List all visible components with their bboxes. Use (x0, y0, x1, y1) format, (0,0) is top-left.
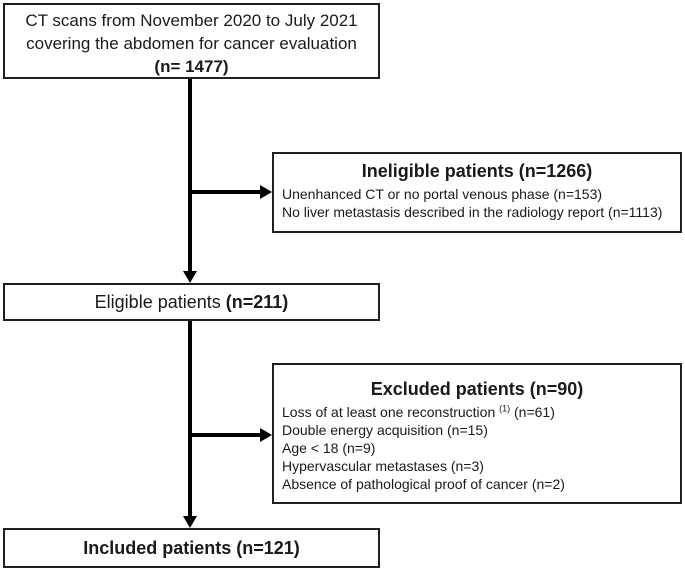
arrow-down-icon (183, 271, 197, 283)
excluded-reason: Absence of pathological proof of cancer … (282, 476, 565, 492)
excluded-reason: Double energy acquisition (n=15) (282, 422, 488, 438)
arrow-branch-to-ineligible-line (190, 190, 261, 194)
arrow-right-icon (260, 428, 272, 442)
arrow-down-icon (183, 516, 197, 528)
excluded-box-title: Excluded patients (n=90) (370, 379, 584, 399)
excluded-box: Excluded patients (n=90) Loss of at leas… (272, 363, 682, 504)
excluded-reason: Hypervascular metastases (n=3) (282, 458, 484, 474)
ineligible-reason: No liver metastasis described in the rad… (282, 204, 663, 220)
excluded-reason-text: Loss of at least one reconstruction (282, 404, 500, 420)
arrow-source-to-eligible-line (188, 79, 192, 272)
source-box-line2: covering the abdomen for cancer evaluati… (26, 34, 357, 53)
source-box-n: (n= 1477) (154, 57, 229, 76)
ineligible-box: Ineligible patients (n=1266) Unenhanced … (272, 152, 682, 233)
ineligible-reason: Unenhanced CT or no portal venous phase … (282, 186, 603, 202)
eligible-box-n: (n=211) (225, 291, 289, 312)
ineligible-box-title: Ineligible patients (n=1266) (361, 161, 593, 181)
arrow-right-icon (260, 185, 272, 199)
eligible-box: Eligible patients (n=211) (3, 283, 380, 321)
arrow-eligible-to-included-line (188, 321, 192, 516)
source-box-line1: CT scans from November 2020 to July 2021 (25, 11, 358, 30)
included-box-label: Included patients (n=121) (83, 537, 300, 558)
eligible-box-label: Eligible patients (94, 291, 221, 312)
excluded-reason-count: (n=61) (510, 404, 555, 420)
arrow-branch-to-excluded-line (190, 433, 261, 437)
excluded-reason: Age < 18 (n=9) (282, 440, 376, 456)
source-box: CT scans from November 2020 to July 2021… (3, 3, 380, 79)
included-box: Included patients (n=121) (3, 528, 380, 568)
excluded-reason: Loss of at least one reconstruction (1) … (274, 403, 680, 421)
footnote-marker: (1) (499, 403, 511, 414)
